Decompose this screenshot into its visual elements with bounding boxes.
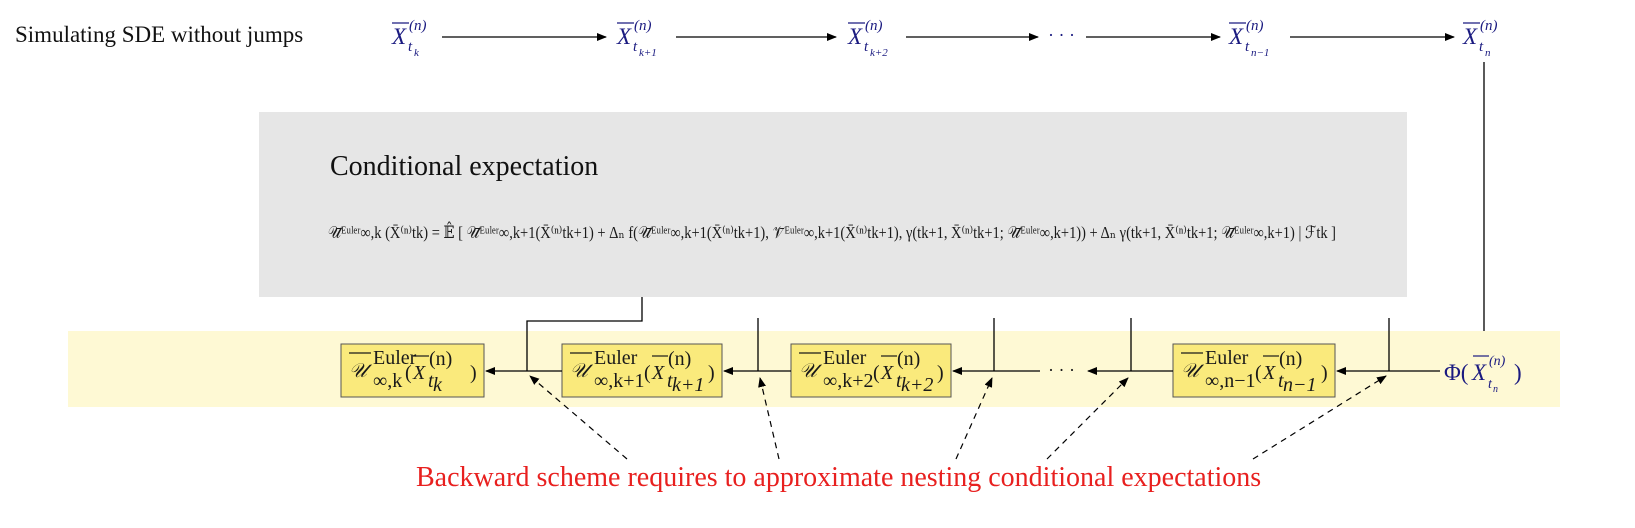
paren-open: ( (405, 362, 412, 384)
paren-open: ( (644, 362, 651, 384)
paren-close: ) (470, 362, 477, 384)
panel-connector (526, 297, 643, 371)
box-k (340, 343, 485, 398)
x-subscript: t (1479, 39, 1484, 55)
euler-superscript: Euler (823, 347, 867, 369)
top-row-label: Simulating SDE without jumps (15, 22, 303, 47)
x-subscript-n: n (1493, 384, 1498, 395)
paren-open: ( (1255, 362, 1262, 384)
x-subscript-index: k+2 (901, 374, 933, 396)
x-symbol: X (391, 24, 407, 49)
pointer-5 (1252, 375, 1387, 460)
x-subscript-t: t (1488, 377, 1493, 392)
x-symbol: X (412, 362, 426, 384)
x-superscript: (n) (1480, 18, 1498, 34)
x-subscript-t: t (667, 370, 673, 392)
x-subscript-t: t (896, 370, 902, 392)
paren-close: ) (708, 362, 715, 384)
x-superscript: (n) (1489, 354, 1506, 369)
x-subscript-t: t (428, 370, 434, 392)
x-subsubscript: n (1485, 47, 1491, 59)
x-superscript: (n) (1279, 348, 1302, 370)
x-subsubscript: k+1 (639, 47, 657, 59)
backward-scheme-note: Backward scheme requires to approximate … (416, 462, 1261, 493)
x-subscript: t (1245, 39, 1250, 55)
formula-text: 𝒰̄ᴱᵘˡᵉʳ∞,k (X̄⁽ⁿ⁾tk) = 𝔼̂ [ 𝒰̄ᴱᵘˡᵉʳ∞,k+1… (328, 222, 1336, 242)
paren-close: ) (937, 362, 944, 384)
x-superscript: (n) (429, 348, 452, 370)
x-subscript: t (408, 39, 413, 55)
x-subscript-index: n−1 (1283, 374, 1317, 396)
x-subscript-t: t (1278, 370, 1284, 392)
x-symbol: X (1471, 360, 1487, 385)
pointer-3 (955, 377, 993, 460)
u-subscript: ∞,k+1 (594, 370, 645, 392)
pointer-2 (758, 377, 780, 460)
x-symbol: X (880, 362, 894, 384)
forward-ellipsis: · · · (1048, 25, 1075, 45)
x-symbol: X (1262, 362, 1276, 384)
x-subscript: t (633, 39, 638, 55)
x-superscript: (n) (668, 348, 691, 370)
phi-symbol: Φ( (1444, 360, 1468, 385)
euler-superscript: Euler (373, 347, 417, 369)
x-subsubscript: n−1 (1251, 47, 1269, 59)
x-symbol: X (616, 24, 632, 49)
dashed-pointers (529, 375, 1387, 460)
junction-ticks (757, 318, 1390, 371)
paren-close: ) (1514, 360, 1522, 385)
x-superscript: (n) (634, 18, 652, 34)
conditional-expectation-formula: 𝒰̄ᴱᵘˡᵉʳ∞,k (X̄⁽ⁿ⁾tk) = 𝔼̂ [ 𝒰̄ᴱᵘˡᵉʳ∞,k+1… (328, 222, 1336, 242)
x-superscript: (n) (409, 18, 427, 34)
x-subsubscript: k (414, 47, 420, 59)
x-symbol: X (847, 24, 863, 49)
x-symbol: X (651, 362, 665, 384)
u-subscript: ∞,k+2 (823, 370, 874, 392)
x-symbol: X (1462, 24, 1478, 49)
paren-close: ) (1321, 362, 1328, 384)
pointer-4 (1046, 377, 1129, 460)
x-superscript: (n) (897, 348, 920, 370)
x-subscript-index: k (433, 374, 443, 396)
backward-ellipsis: · · · (1048, 360, 1075, 380)
u-subscript: ∞,k (373, 370, 402, 392)
x-subsubscript: k+2 (870, 47, 888, 59)
euler-superscript: Euler (1205, 347, 1249, 369)
backward-boxes (340, 343, 1336, 398)
x-subscript: t (864, 39, 869, 55)
u-subscript: ∞,n−1 (1205, 370, 1256, 392)
x-subscript-index: k+1 (672, 374, 704, 396)
euler-superscript: Euler (594, 347, 638, 369)
x-superscript: (n) (1246, 18, 1264, 34)
conditional-expectation-panel (259, 112, 1407, 297)
x-symbol: X (1228, 24, 1244, 49)
paren-open: ( (873, 362, 880, 384)
x-superscript: (n) (865, 18, 883, 34)
conditional-expectation-title: Conditional expectation (330, 151, 598, 182)
